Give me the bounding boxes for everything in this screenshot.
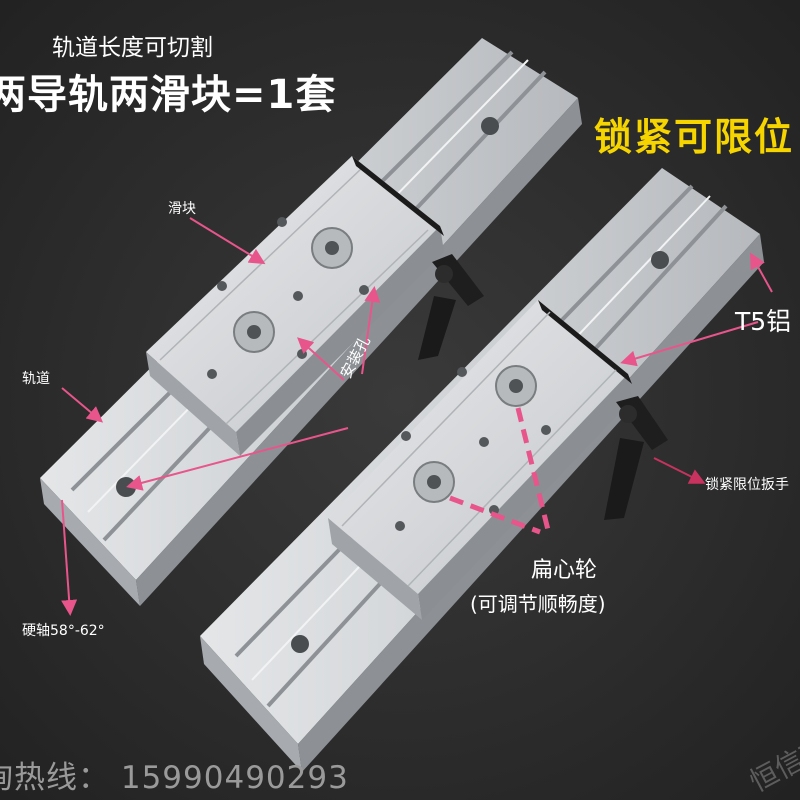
rail-arrow (61, 387, 104, 423)
lock-handle-label: 锁紧限位扳手 (705, 477, 789, 493)
annotation-arrows (61, 217, 773, 616)
subtitle-text: 轨道长度可切割 (52, 35, 213, 61)
mount-arrow-1 (126, 427, 349, 491)
t5-aluminum-label: T5铝 (735, 307, 792, 336)
lock-handle-icon (418, 254, 484, 360)
lock-arrow (653, 457, 706, 484)
eccentric-wheel (233, 311, 275, 353)
t5-arrow-2 (750, 252, 773, 293)
eccentric-wheel (413, 461, 455, 503)
right-slider-block (328, 300, 628, 594)
left-slider-block (146, 156, 440, 432)
rail-label: 轨道 (22, 371, 50, 387)
eccentric-wheel (495, 365, 537, 407)
eccentric-wheel-note: (可调节顺畅度) (470, 592, 606, 616)
eccentric-wheel-label: 扁心轮 (531, 558, 598, 583)
rail-hole (116, 477, 136, 497)
hard-axis-arrow (61, 499, 78, 616)
mounting-holes (395, 367, 551, 531)
rail-hole (651, 251, 669, 269)
eccentric-dashes (449, 407, 551, 535)
right-rail-assembly (200, 168, 764, 772)
feature-title: 锁紧可限位 (594, 115, 795, 159)
left-rail-assembly (40, 38, 582, 606)
hotline-text: 询热线： 15990490293 (0, 760, 349, 796)
page-title: 两导轨两滑块=1套 (0, 72, 337, 118)
eccentric-wheel (311, 227, 353, 269)
lock-handle-icon (604, 396, 668, 520)
slider-label: 滑块 (168, 201, 196, 217)
rail-hole (291, 635, 309, 653)
hard-axis-label: 硬轴58°-62° (22, 623, 105, 639)
t5-arrow (620, 321, 759, 367)
rail-hole (481, 117, 499, 135)
mount-arrow-2 (297, 337, 345, 381)
mount-arrow-3 (361, 286, 381, 375)
slider-arrow (189, 217, 266, 265)
